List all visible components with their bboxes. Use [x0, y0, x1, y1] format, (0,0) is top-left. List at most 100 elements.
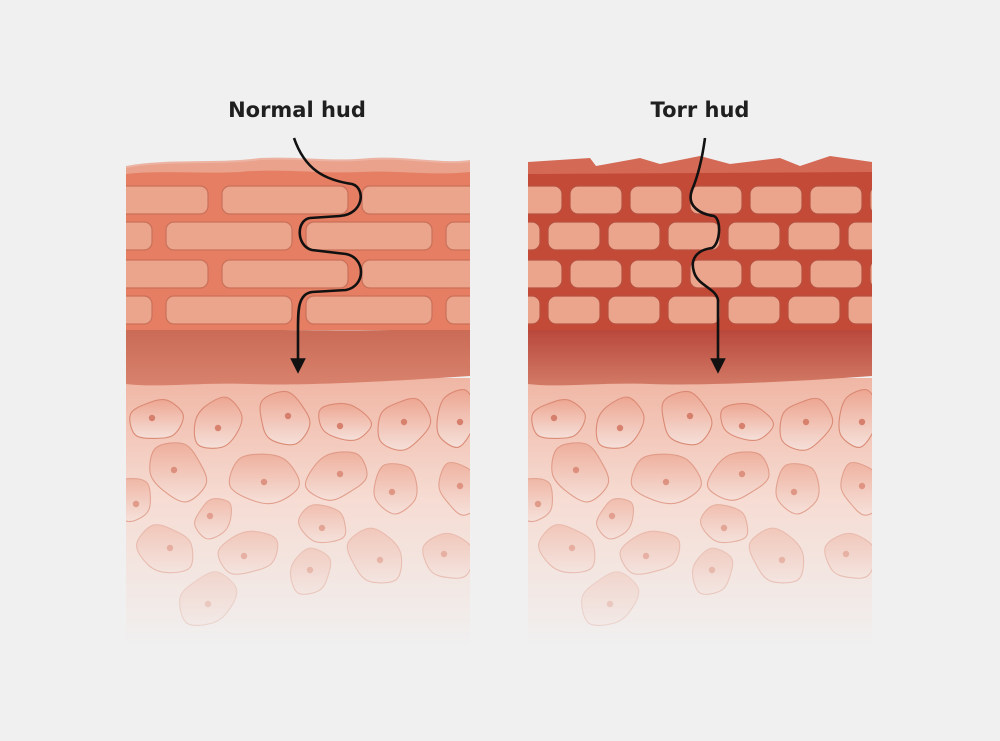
cell-nucleus — [336, 470, 344, 478]
skin-cell — [422, 532, 470, 579]
brick — [847, 295, 872, 325]
brick — [221, 259, 349, 289]
brick — [667, 295, 721, 325]
cell-nucleus — [440, 550, 448, 558]
skin-cell — [775, 463, 820, 515]
normal-skin-title: Normal hud — [228, 98, 366, 122]
cell-nucleus — [568, 544, 576, 552]
brick — [126, 185, 209, 215]
cell-nucleus — [858, 418, 866, 426]
cell-nucleus — [166, 544, 174, 552]
cell-nucleus — [686, 412, 694, 420]
brick — [126, 221, 153, 251]
brick — [607, 295, 661, 325]
cell-nucleus — [206, 512, 214, 520]
skin-cell — [318, 402, 373, 442]
brick — [689, 259, 743, 289]
skin-cell — [720, 402, 775, 442]
cell-nucleus — [606, 600, 614, 608]
dry-skin-panel: Torr hud — [528, 98, 872, 648]
cell-nucleus — [456, 482, 464, 490]
skin-cell — [595, 396, 645, 449]
brick — [809, 185, 863, 215]
skin-cell — [551, 442, 610, 503]
cell-nucleus — [306, 566, 314, 574]
brick — [749, 259, 803, 289]
skin-cell — [438, 462, 470, 516]
brick — [361, 185, 470, 215]
skin-cell — [373, 463, 418, 515]
cell-nucleus — [336, 422, 344, 430]
skin-cell — [838, 389, 872, 448]
cell-nucleus — [456, 418, 464, 426]
brick — [629, 185, 683, 215]
normal-surface-layer — [126, 157, 470, 174]
brick — [126, 295, 153, 325]
skin-cell — [748, 527, 805, 584]
cell-nucleus — [616, 424, 624, 432]
brick — [445, 221, 470, 251]
dry-epidermis-band — [528, 328, 872, 386]
brick — [305, 221, 433, 251]
cell-nucleus — [204, 600, 212, 608]
brick — [221, 185, 349, 215]
brick — [607, 221, 661, 251]
skin-cell — [581, 571, 640, 626]
brick — [528, 295, 541, 325]
brick — [165, 295, 293, 325]
skin-cell — [436, 389, 470, 448]
skin-cell — [179, 571, 238, 626]
skin-cell — [217, 530, 279, 575]
dry-brick-layer — [528, 185, 872, 325]
normal-cell-layer — [126, 389, 470, 626]
cell-nucleus — [642, 552, 650, 560]
skin-cell — [194, 498, 232, 540]
skin-cell — [129, 399, 184, 439]
cell-nucleus — [778, 556, 786, 564]
brick — [629, 259, 683, 289]
dry-cell-layer — [528, 389, 872, 626]
cell-nucleus — [534, 500, 542, 508]
brick — [547, 295, 601, 325]
dry-skin-title: Torr hud — [651, 98, 750, 122]
brick — [667, 221, 721, 251]
cell-nucleus — [790, 488, 798, 496]
brick — [569, 185, 623, 215]
cell-nucleus — [738, 470, 746, 478]
normal-skin-panel: Normal hud — [126, 98, 470, 648]
skin-cell — [538, 524, 596, 574]
cell-nucleus — [842, 550, 850, 558]
skin-cell — [619, 530, 681, 575]
brick — [869, 261, 872, 287]
cell-nucleus — [240, 552, 248, 560]
brick — [528, 185, 563, 215]
skin-cell — [126, 477, 151, 523]
normal-penetration-arrow — [290, 137, 363, 374]
skin-cell — [824, 532, 872, 579]
cell-nucleus — [738, 422, 746, 430]
brick — [787, 295, 841, 325]
skin-cell — [528, 477, 553, 523]
skin-cell — [346, 527, 403, 584]
brick — [165, 221, 293, 251]
brick — [869, 187, 872, 213]
brick — [528, 259, 563, 289]
brick — [569, 259, 623, 289]
brick — [847, 221, 872, 251]
cell-nucleus — [708, 566, 716, 574]
dry-penetration-arrow — [689, 137, 726, 374]
cell-nucleus — [720, 524, 728, 532]
brick — [727, 295, 781, 325]
skin-cell — [699, 504, 749, 544]
skin-cell — [297, 504, 347, 544]
cell-nucleus — [400, 418, 408, 426]
brick — [361, 259, 470, 289]
cell-nucleus — [260, 478, 268, 486]
cell-nucleus — [148, 414, 156, 422]
skin-cell — [706, 451, 770, 501]
brick — [809, 259, 863, 289]
cell-nucleus — [132, 500, 140, 508]
cell-nucleus — [214, 424, 222, 432]
